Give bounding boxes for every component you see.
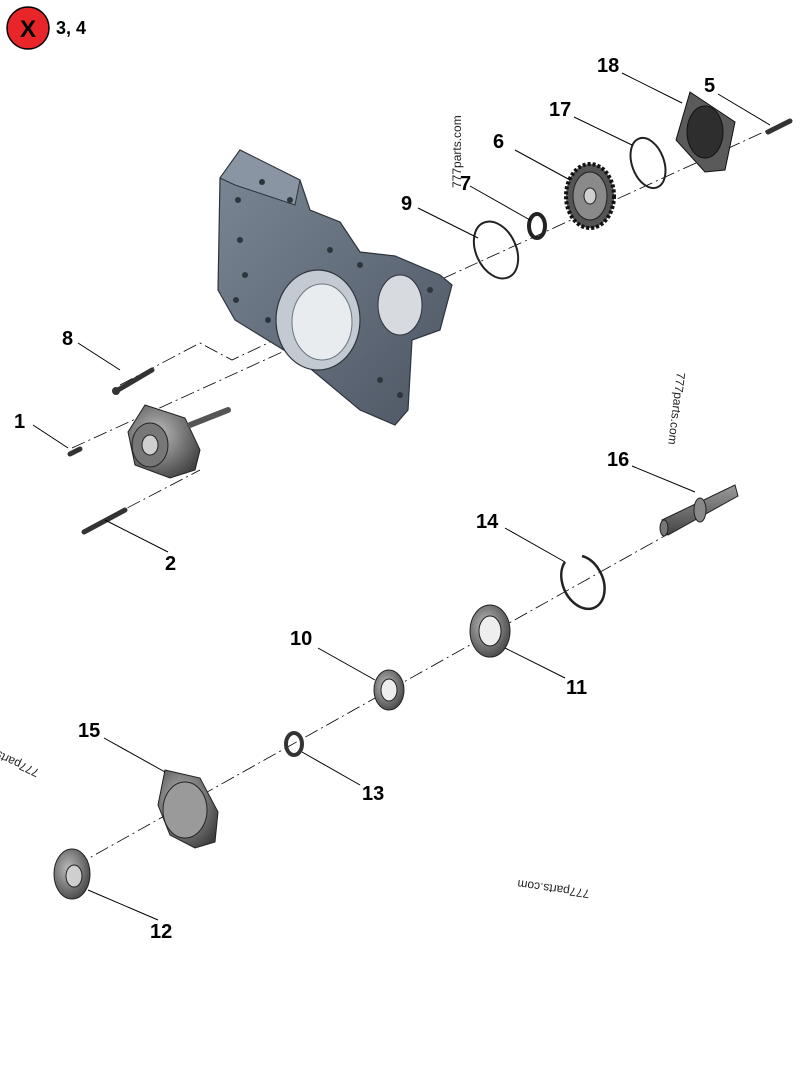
callout-15: 15 (78, 720, 100, 742)
x-icon (6, 6, 50, 50)
part-9-o-ring (472, 220, 520, 280)
part-16-shaft (659, 484, 739, 537)
part-10-bearing (373, 669, 405, 711)
center-lines (71, 119, 791, 867)
part-15-bearing-housing (157, 769, 219, 849)
part-2-bolt (81, 507, 128, 535)
part-17-o-ring (629, 136, 667, 190)
callout-17: 17 (549, 99, 571, 121)
watermark-1: 777parts.com (450, 115, 464, 188)
callout-10: 10 (290, 628, 312, 650)
callout-6: 6 (493, 131, 504, 153)
part-5-bolt (765, 118, 793, 135)
badge-symbol: X (20, 16, 36, 43)
housing-bore-small (377, 274, 423, 336)
callout-2: 2 (165, 553, 176, 575)
notice-badge: X 3, 4 (6, 6, 86, 50)
callout-13: 13 (362, 783, 384, 805)
callout-labels: 1 2 5 6 7 8 9 10 11 12 13 14 15 16 17 18 (14, 55, 715, 943)
part-8-bolt (112, 367, 155, 395)
part-13-seal (284, 731, 304, 757)
callout-18: 18 (597, 55, 619, 77)
part-12-flange (53, 848, 91, 900)
part-7-seal (527, 212, 547, 240)
watermark-3: 777parts.com (516, 877, 590, 901)
watermark-4: 777parts.com (0, 737, 41, 780)
callout-8: 8 (62, 328, 73, 350)
badge-text: 3, 4 (56, 18, 86, 38)
callout-12: 12 (150, 921, 172, 943)
part-11-bearing (469, 604, 511, 658)
part-6-gear (564, 162, 616, 230)
callout-1: 1 (14, 411, 25, 433)
leader-lines (32, 72, 771, 921)
callout-5: 5 (704, 75, 715, 97)
front-cover-housing (217, 149, 453, 426)
callout-11: 11 (566, 677, 587, 699)
part-18-cover-plate (675, 91, 736, 173)
part-14-snap-ring (560, 554, 606, 611)
part-1-bolt (67, 446, 83, 457)
callout-14: 14 (476, 511, 499, 533)
callout-9: 9 (401, 193, 412, 215)
callout-7: 7 (460, 173, 471, 195)
watermark-2: 777parts.com (665, 372, 688, 446)
callout-16: 16 (607, 449, 629, 471)
pump-flange-assembly (127, 404, 231, 479)
